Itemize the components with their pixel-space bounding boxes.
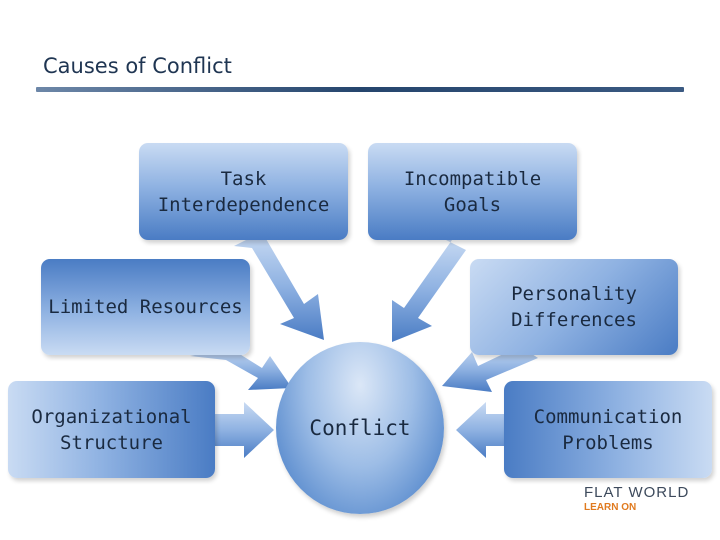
logo-line2: LEARN ON [584, 502, 637, 513]
cause-communication-problems: Communication Problems [504, 381, 712, 478]
arrow-task-to-conflict [234, 232, 324, 340]
conflict-label: Conflict [309, 416, 411, 440]
cause-organizational-structure: Organizational Structure [8, 381, 215, 478]
cause-task-interdependence: Task Interdependence [139, 143, 348, 240]
cause-limited-resources: Limited Resources [41, 259, 250, 355]
cause-personality-differences: Personality Differences [470, 259, 678, 355]
arrow-personality-to-conflict [442, 346, 538, 392]
logo-line1: FLAT WORLD [584, 484, 690, 501]
arrow-communication-to-conflict [456, 402, 506, 458]
arrow-resources-to-conflict [190, 348, 292, 390]
slide-title: Causes of Conflict [43, 54, 232, 78]
flat-world-logo: FLAT WORLD LEARN ON [584, 484, 694, 520]
arrow-structure-to-conflict [214, 402, 274, 458]
cause-incompatible-goals: Incompatible Goals [368, 143, 577, 240]
conflict-center: Conflict [276, 342, 444, 514]
title-rule [36, 87, 684, 92]
arrow-goals-to-conflict [392, 236, 466, 342]
